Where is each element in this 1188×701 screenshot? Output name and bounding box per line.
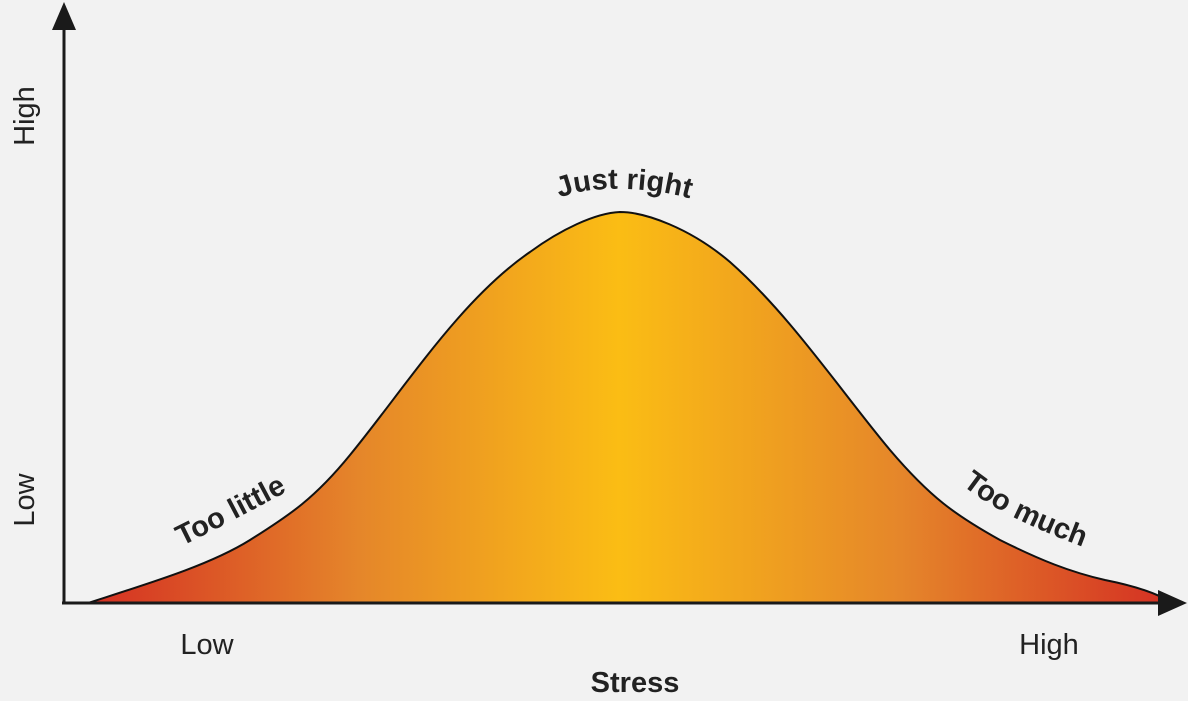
x-axis-arrow	[1158, 590, 1187, 616]
curve-label-just-right: Just right	[552, 164, 696, 205]
x-axis-low-label: Low	[180, 629, 234, 661]
y-axis-low-label: Low	[9, 472, 41, 526]
y-axis-high-label: High	[9, 86, 41, 146]
y-axis-arrow	[52, 2, 76, 30]
x-axis-title: Stress	[591, 667, 680, 699]
curve-label-just-right-text: Just right	[552, 164, 696, 205]
x-axis-high-label: High	[1019, 629, 1079, 661]
bell-curve-area	[87, 210, 1176, 604]
